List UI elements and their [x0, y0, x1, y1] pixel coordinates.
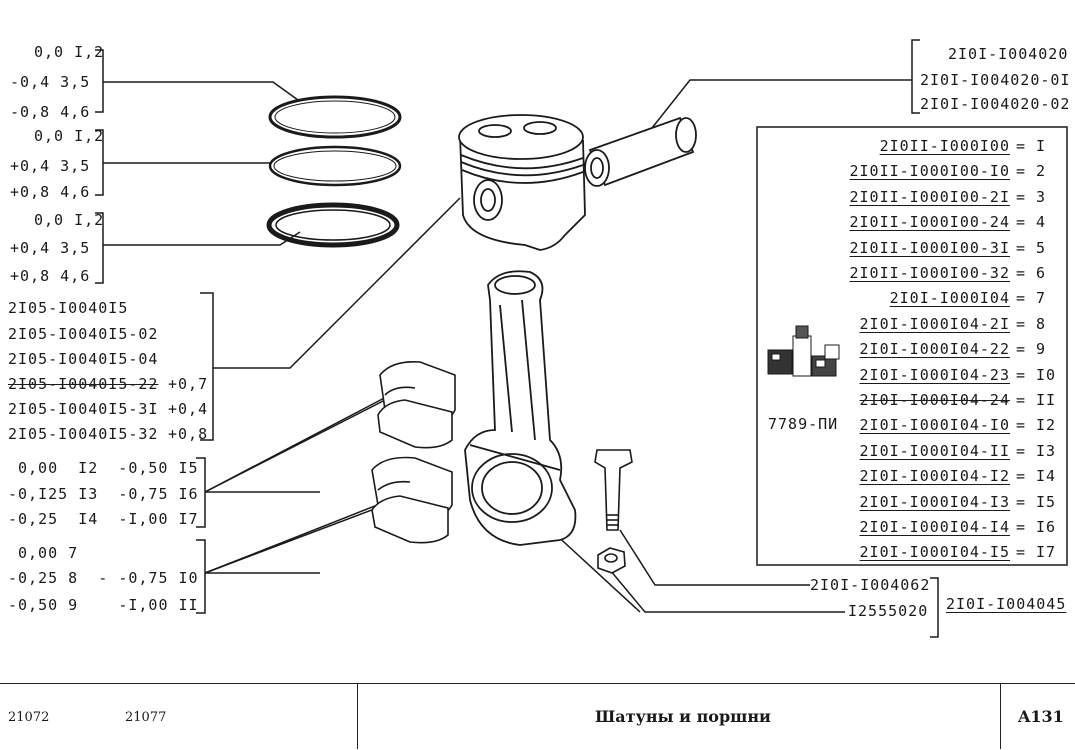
rod-set-item-number: I4	[1036, 467, 1057, 485]
parts-diagram	[95, 39, 1068, 638]
rod-set-item-code: 2I0II-I000I00	[879, 137, 1010, 155]
rod-set-item-code: 2I0I-I000I04-I2	[859, 467, 1010, 485]
rod-set-item-equals: =	[1016, 289, 1027, 307]
ring-group-1-line-1: 0,0 I,2	[34, 43, 105, 61]
rod-set-item-number: 7	[1036, 289, 1047, 307]
pin-part-2: 2I0I-I004020-0I	[920, 71, 1071, 89]
bearing-group-1-line-2: -0,I25 I3 -0,75 I6	[8, 485, 199, 503]
piston-part-5-code: 2I05-I0040I5-3I	[8, 400, 159, 418]
ring-group-2-line-1: 0,0 I,2	[34, 127, 105, 145]
piston-part-6-code: 2I05-I0040I5-32	[8, 425, 159, 443]
footer-page: A131	[1018, 707, 1064, 726]
rod-set-item-number: I3	[1036, 442, 1057, 460]
rod-set-item-number: 9	[1036, 340, 1047, 358]
rod-set-item-number: 2	[1036, 162, 1047, 180]
bearing-group-2-line-1: 0,00 7	[18, 544, 79, 562]
rod-set-item-equals: =	[1016, 264, 1027, 282]
rod-set-item-equals: =	[1016, 188, 1027, 206]
rod-set-item-number: I0	[1036, 366, 1057, 384]
rod-set-item-code: 2I0II-I000I00-I0	[849, 162, 1010, 180]
piston-part-1-code: 2I05-I0040I5	[8, 299, 129, 317]
ring-group-1-line-2: -0,4 3,5	[10, 73, 91, 91]
piston-part-4-size: +0,7	[168, 375, 209, 393]
ring-group-2-line-3: +0,8 4,6	[10, 183, 91, 201]
ring-group-3-line-2: +0,4 3,5	[10, 239, 91, 257]
rod-set-item-number: I5	[1036, 493, 1057, 511]
rod-set-item-number: 3	[1036, 188, 1047, 206]
rod-set-item-number: I7	[1036, 543, 1057, 561]
rod-assembly-code: 2I0I-I004045	[946, 595, 1067, 613]
pin-part-3: 2I0I-I004020-02	[920, 95, 1071, 113]
piston-part-2-code: 2I05-I0040I5-02	[8, 325, 159, 343]
rod-set-item-code: 2I0II-I000I00-24	[849, 213, 1010, 231]
rod-set-item-equals: =	[1016, 518, 1027, 536]
rod-set-item-equals: =	[1016, 340, 1027, 358]
ring-group-3-line-1: 0,0 I,2	[34, 211, 105, 229]
rod-set-item-code: 2I0I-I000I04-I3	[859, 493, 1010, 511]
rod-set-item-number: 5	[1036, 239, 1047, 257]
rod-set-item-equals: =	[1016, 366, 1027, 384]
rod-set-item-equals: =	[1016, 391, 1027, 409]
rod-set-item-equals: =	[1016, 239, 1027, 257]
rod-set-item-equals: =	[1016, 467, 1027, 485]
rod-set-item-equals: =	[1016, 543, 1027, 561]
bearing-group-2-line-2: -0,25 8 - -0,75 I0	[8, 569, 199, 587]
rod-set-item-equals: =	[1016, 315, 1027, 333]
footer-divider-2	[1000, 683, 1001, 749]
footer-model-1: 21072	[8, 710, 50, 725]
rod-set-item-code: 2I0II-I000I00-3I	[849, 239, 1010, 257]
rod-set-item-code: 2I0I-I000I04	[889, 289, 1010, 307]
kit-code: 7789-ПИ	[768, 415, 839, 433]
rod-set-item-equals: =	[1016, 162, 1027, 180]
rod-set-item-equals: =	[1016, 416, 1027, 434]
piston-part-5-size: +0,4	[168, 400, 209, 418]
rod-set-item-equals: =	[1016, 442, 1027, 460]
rod-set-item-equals: =	[1016, 213, 1027, 231]
rod-set-item-code: 2I0I-I000I04-II	[859, 442, 1010, 460]
rod-set-item-number: 8	[1036, 315, 1047, 333]
footer-title: Шатуны и поршни	[595, 707, 771, 726]
rod-set-item-equals: =	[1016, 137, 1027, 155]
rod-set-item-number: 4	[1036, 213, 1047, 231]
bolt-code: 2I0I-I004062	[810, 576, 931, 594]
piston-part-3-code: 2I05-I0040I5-04	[8, 350, 159, 368]
rod-set-item-code: 2I0I-I000I04-I5	[859, 543, 1010, 561]
bearing-group-2-line-3: -0,50 9 -I,00 II	[8, 596, 199, 614]
footer-model-2: 21077	[125, 710, 167, 725]
ring-group-1-line-3: -0,8 4,6	[10, 103, 91, 121]
rod-set-item-code: 2I0I-I000I04-I4	[859, 518, 1010, 536]
rod-set-item-code: 2I0I-I000I04-24	[859, 391, 1010, 409]
rod-set-item-code: 2I0I-I000I04-2I	[859, 315, 1010, 333]
rod-set-item-number: II	[1036, 391, 1057, 409]
pin-part-1: 2I0I-I004020	[948, 45, 1069, 63]
rod-set-item-code: 2I0I-I000I04-22	[859, 340, 1010, 358]
bearing-group-1-line-1: 0,00 I2 -0,50 I5	[18, 459, 199, 477]
nut-code: I2555020	[848, 602, 929, 620]
bearing-group-1-line-3: -0,25 I4 -I,00 I7	[8, 510, 199, 528]
footer-divider-1	[357, 683, 358, 749]
rod-set-item-number: 6	[1036, 264, 1047, 282]
rod-set-item-number: I	[1036, 137, 1047, 155]
rod-set-item-code: 2I0I-I000I04-I0	[859, 416, 1010, 434]
rod-set-item-code: 2I0I-I000I04-23	[859, 366, 1010, 384]
ring-group-3-line-3: +0,8 4,6	[10, 267, 91, 285]
rod-set-item-code: 2I0II-I000I00-32	[849, 264, 1010, 282]
rod-set-item-equals: =	[1016, 493, 1027, 511]
kit-box-icon	[767, 325, 840, 377]
rod-set-item-code: 2I0II-I000I00-2I	[849, 188, 1010, 206]
piston-part-6-size: +0,8	[168, 425, 209, 443]
footer	[0, 683, 1075, 750]
rod-set-item-number: I6	[1036, 518, 1057, 536]
rod-set-item-number: I2	[1036, 416, 1057, 434]
piston-part-4-code: 2I05-I0040I5-22	[8, 375, 159, 393]
ring-group-2-line-2: +0,4 3,5	[10, 157, 91, 175]
